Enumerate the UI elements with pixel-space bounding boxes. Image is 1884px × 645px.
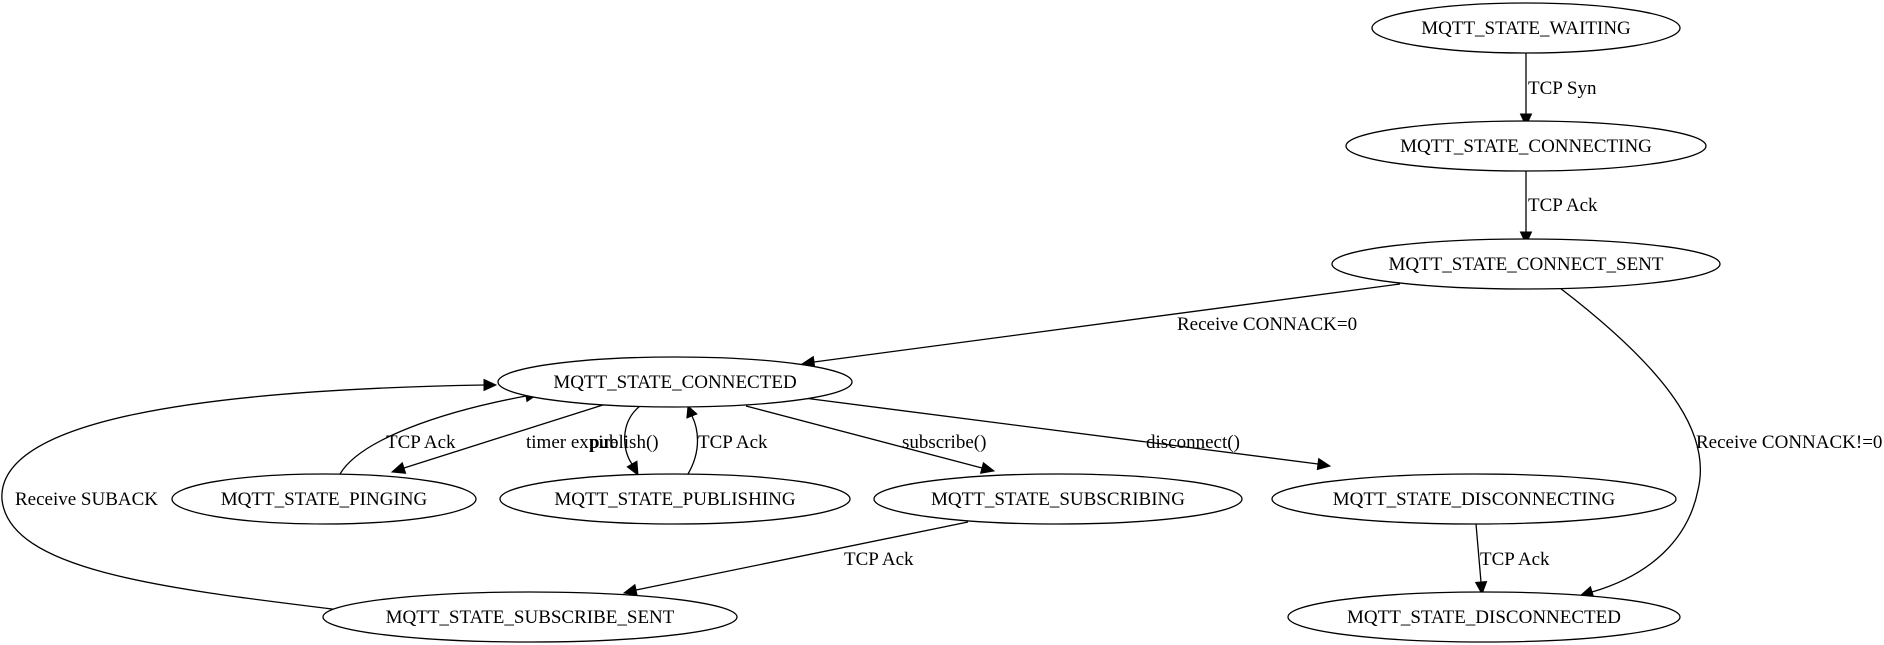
edge-connect-sent-to-disconnected: Receive CONNACK!=0 bbox=[1559, 287, 1882, 598]
edge-connecting-to-connect-sent: TCP Ack bbox=[1519, 170, 1598, 246]
edge-label-publish: publish() bbox=[590, 432, 659, 453]
edge-connected-to-pinging: timer expire bbox=[390, 403, 618, 474]
state-label: MQTT_STATE_CONNECTING bbox=[1400, 136, 1652, 157]
state-node-subscribing: MQTT_STATE_SUBSCRIBING bbox=[873, 473, 1243, 525]
state-label: MQTT_STATE_DISCONNECTED bbox=[1347, 607, 1621, 628]
state-node-connected: MQTT_STATE_CONNECTED bbox=[497, 356, 853, 408]
edge-connected-to-publishing: publish() bbox=[590, 405, 659, 477]
edge-label-tcp-ack: TCP Ack bbox=[1528, 195, 1598, 216]
state-node-disconnecting: MQTT_STATE_DISCONNECTING bbox=[1271, 473, 1677, 525]
edge-label-receive-suback: Receive SUBACK bbox=[15, 489, 158, 510]
edge-label-tcp-ack: TCP Ack bbox=[1480, 549, 1550, 570]
edge-connected-to-subscribing: subscribe() bbox=[745, 405, 996, 474]
edge-label-tcp-syn: TCP Syn bbox=[1528, 78, 1597, 99]
state-node-waiting: MQTT_STATE_WAITING bbox=[1371, 2, 1681, 54]
state-label: MQTT_STATE_PINGING bbox=[221, 489, 428, 510]
edge-waiting-to-connecting: TCP Syn bbox=[1519, 53, 1597, 128]
edge-label-receive-connack-not-0: Receive CONNACK!=0 bbox=[1696, 432, 1882, 453]
edge-connected-to-disconnecting: disconnect() bbox=[803, 397, 1332, 471]
state-label: MQTT_STATE_SUBSCRIBE_SENT bbox=[386, 607, 675, 628]
edge-label-tcp-ack: TCP Ack bbox=[386, 432, 456, 453]
state-label: MQTT_STATE_CONNECT_SENT bbox=[1388, 254, 1663, 275]
edge-label-tcp-ack: TCP Ack bbox=[844, 549, 914, 570]
state-node-disconnected: MQTT_STATE_DISCONNECTED bbox=[1287, 591, 1681, 643]
state-label: MQTT_STATE_DISCONNECTING bbox=[1333, 489, 1616, 510]
state-label: MQTT_STATE_WAITING bbox=[1421, 18, 1631, 39]
state-node-pinging: MQTT_STATE_PINGING bbox=[171, 473, 477, 525]
edge-disconnecting-to-disconnected: TCP Ack bbox=[1474, 523, 1550, 596]
edge-label-receive-connack-0: Receive CONNACK=0 bbox=[1177, 314, 1357, 335]
edge-label-timer-expire: timer expire bbox=[526, 432, 618, 453]
state-label: MQTT_STATE_SUBSCRIBING bbox=[931, 489, 1185, 510]
edge-pinging-to-connected: TCP Ack bbox=[339, 389, 540, 475]
edge-label-disconnect: disconnect() bbox=[1146, 432, 1240, 453]
edge-connect-sent-to-connected: Receive CONNACK=0 bbox=[800, 283, 1401, 369]
state-node-connect-sent: MQTT_STATE_CONNECT_SENT bbox=[1331, 238, 1721, 290]
edge-publishing-to-connected: TCP Ack bbox=[686, 404, 768, 475]
state-label: MQTT_STATE_PUBLISHING bbox=[554, 489, 796, 510]
state-label: MQTT_STATE_CONNECTED bbox=[553, 372, 796, 393]
edge-subscribe-sent-to-connected: Receive SUBACK bbox=[1, 378, 498, 611]
state-node-publishing: MQTT_STATE_PUBLISHING bbox=[499, 473, 851, 525]
edge-label-tcp-ack: TCP Ack bbox=[698, 432, 768, 453]
edge-label-subscribe: subscribe() bbox=[902, 432, 986, 453]
state-node-subscribe-sent: MQTT_STATE_SUBSCRIBE_SENT bbox=[322, 591, 738, 643]
edge-subscribing-to-subscribe-sent: TCP Ack bbox=[622, 521, 969, 597]
state-node-connecting: MQTT_STATE_CONNECTING bbox=[1345, 120, 1707, 172]
